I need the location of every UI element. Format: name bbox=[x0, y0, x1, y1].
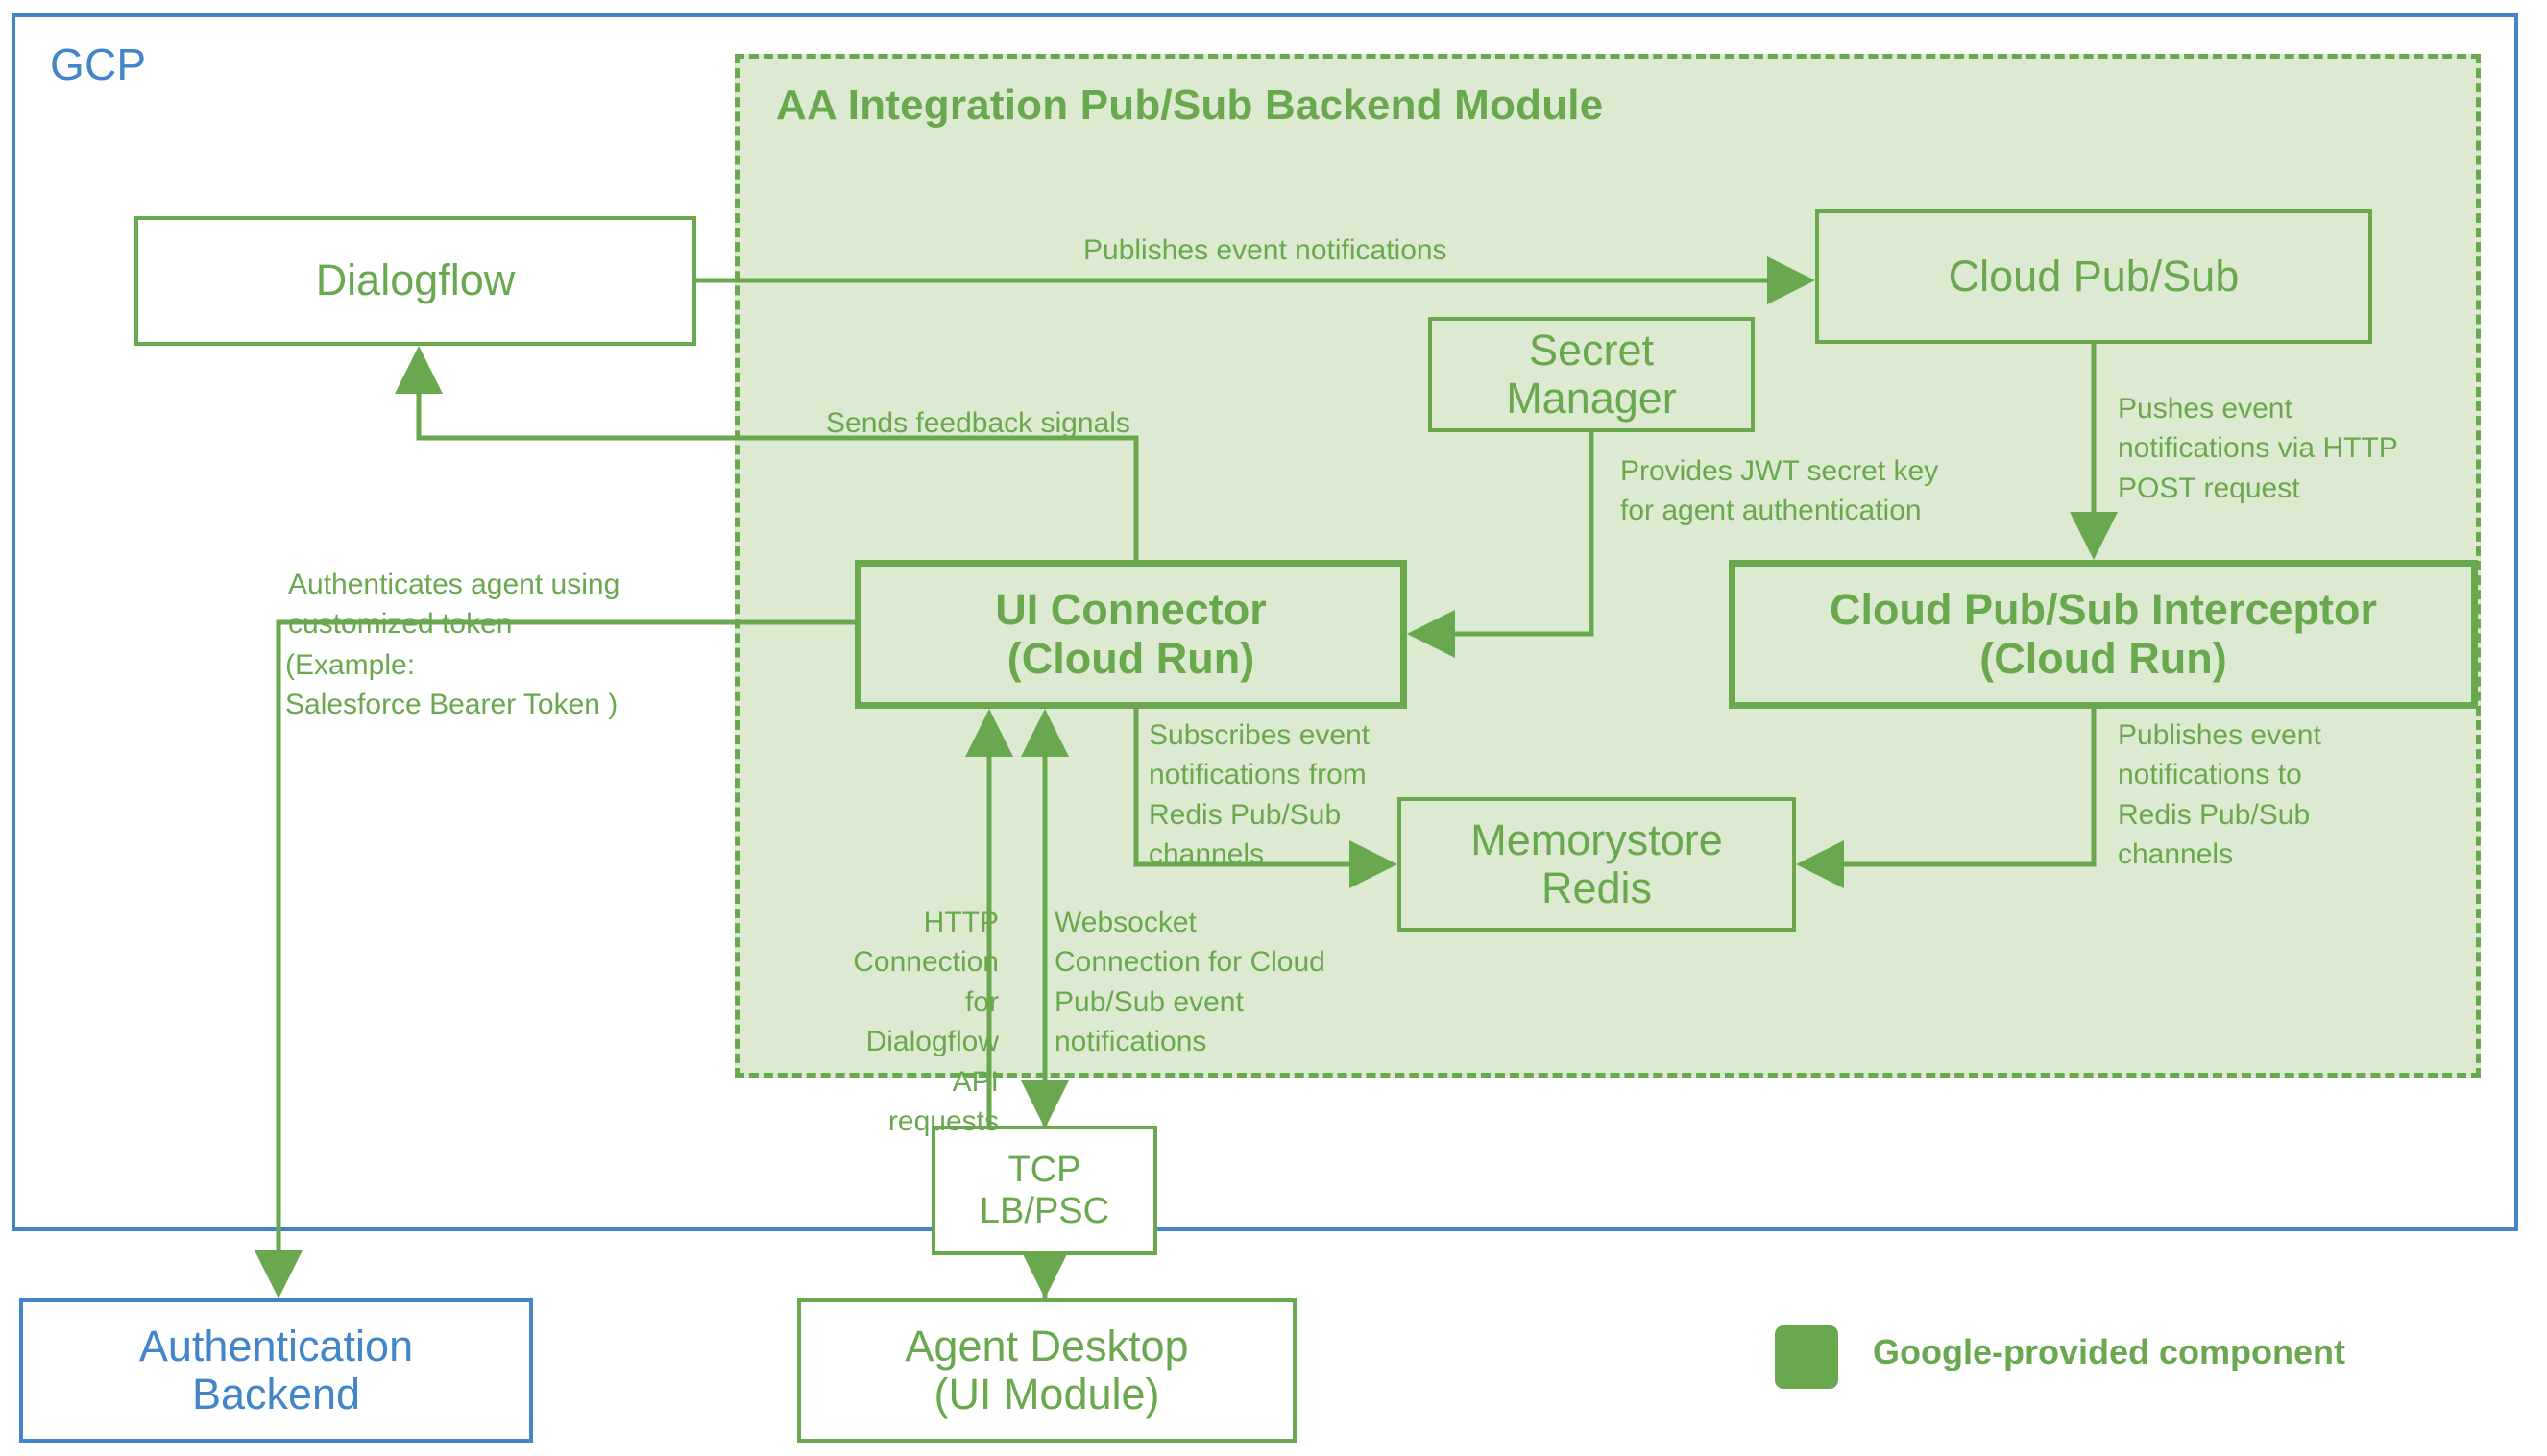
edge-label-http-connection: HTTP Connection for Dialogflow API reque… bbox=[853, 907, 999, 1137]
edge-label-provides-jwt-secret-key: Provides JWT secret key for agent authen… bbox=[1620, 455, 1939, 527]
node-cloud-pubsub-interceptor[interactable]: Cloud Pub/Sub Interceptor (Cloud Run) bbox=[1729, 560, 2478, 709]
edge-label-websocket-connection: Websocket Connection for Cloud Pub/Sub e… bbox=[1055, 907, 1325, 1058]
node-cloud-pubsub[interactable]: Cloud Pub/Sub bbox=[1815, 209, 2372, 344]
module-title: AA Integration Pub/Sub Backend Module bbox=[776, 82, 1604, 129]
gcp-label: GCP bbox=[50, 39, 147, 89]
edge-label-authenticates-example: (Example: Salesforce Bearer Token ) bbox=[285, 649, 619, 721]
legend-swatch-icon bbox=[1775, 1325, 1838, 1389]
node-authentication-backend[interactable]: Authentication Backend bbox=[19, 1298, 533, 1443]
node-secret-manager[interactable]: Secret Manager bbox=[1428, 317, 1755, 432]
legend-label: Google-provided component bbox=[1873, 1332, 2345, 1371]
edge-label-subscribes-from-redis-channels: Subscribes event notifications from Redi… bbox=[1149, 719, 1371, 871]
edge-label-authenticates-agent: Authenticates agent using customized tok… bbox=[288, 569, 620, 641]
node-agent-desktop[interactable]: Agent Desktop (UI Module) bbox=[797, 1298, 1297, 1443]
node-memorystore-redis[interactable]: Memorystore Redis bbox=[1397, 797, 1796, 932]
edge-label-publishes-event-notifications: Publishes event notifications bbox=[1083, 234, 1447, 266]
edge-label-sends-feedback-signals: Sends feedback signals bbox=[826, 407, 1130, 439]
edge-label-pushes-event-notifications-http: Pushes event notifications via HTTP POST… bbox=[2118, 393, 2398, 504]
node-tcp-lb-psc[interactable]: TCP LB/PSC bbox=[932, 1126, 1157, 1255]
node-ui-connector[interactable]: UI Connector (Cloud Run) bbox=[855, 560, 1407, 709]
edge-label-publishes-to-redis-channels: Publishes event notifications to Redis P… bbox=[2118, 719, 2321, 871]
node-dialogflow[interactable]: Dialogflow bbox=[134, 216, 696, 346]
